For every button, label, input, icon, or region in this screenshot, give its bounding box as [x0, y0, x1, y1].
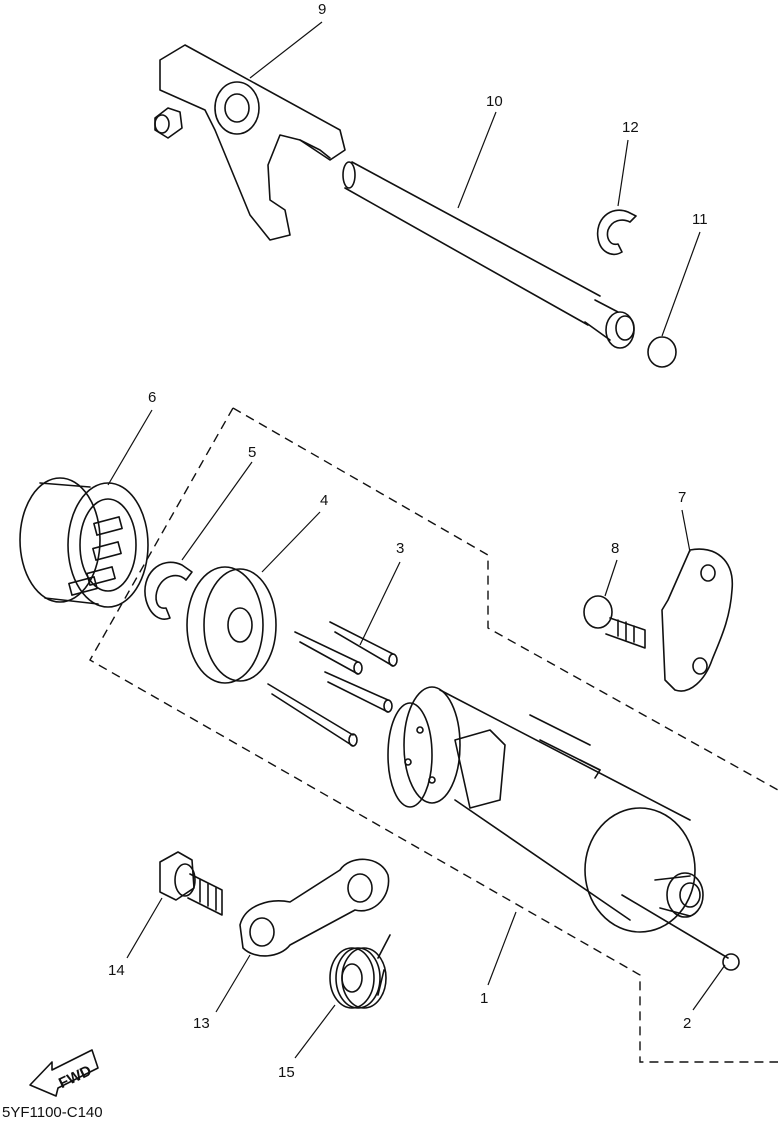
callout-10: 10	[486, 93, 503, 110]
washer-part-4[interactable]	[186, 566, 277, 684]
callout-5: 5	[248, 444, 256, 461]
leader-lines	[107, 21, 726, 1059]
callout-6: 6	[148, 389, 156, 406]
bolt-part-14[interactable]	[159, 851, 223, 916]
callout-4: 4	[320, 492, 328, 509]
bolt-part-8[interactable]	[583, 595, 646, 649]
callout-2: 2	[683, 1015, 691, 1032]
pin-part-2[interactable]	[621, 894, 740, 971]
callout-14: 14	[108, 962, 125, 979]
circlip-part-5[interactable]	[144, 561, 193, 620]
shift-fork-part-9[interactable]	[154, 44, 346, 241]
stopper-plate-part-7[interactable]	[661, 548, 733, 692]
callout-3: 3	[396, 540, 404, 557]
diagram-code: 5YF1100-C140	[2, 1104, 103, 1121]
o-ring-part-11[interactable]	[647, 336, 677, 368]
callout-15: 15	[278, 1064, 295, 1081]
callout-9: 9	[318, 1, 326, 18]
callout-7: 7	[678, 489, 686, 506]
fwd-arrow-icon: FWD	[29, 1049, 99, 1097]
callout-11: 11	[692, 211, 708, 228]
shift-drum-part-1[interactable]	[387, 686, 704, 933]
bearing-part-6[interactable]	[19, 477, 149, 608]
callout-numbers: 1 2 3 4 5 6 7 8 9 10 11 12 13 14 15	[108, 1, 708, 1081]
fork-shaft-part-10[interactable]	[342, 161, 635, 349]
callout-1: 1	[480, 990, 488, 1007]
callout-8: 8	[611, 540, 619, 557]
assembly-boundary-left	[89, 407, 778, 1063]
spring-part-15[interactable]	[329, 934, 391, 1009]
callout-12: 12	[622, 119, 639, 136]
pins-part-3[interactable]	[267, 621, 398, 747]
shift-arm-part-13[interactable]	[239, 858, 390, 957]
callout-13: 13	[193, 1015, 210, 1032]
circlip-part-12[interactable]	[596, 209, 637, 256]
assembly-boundary	[232, 407, 778, 791]
